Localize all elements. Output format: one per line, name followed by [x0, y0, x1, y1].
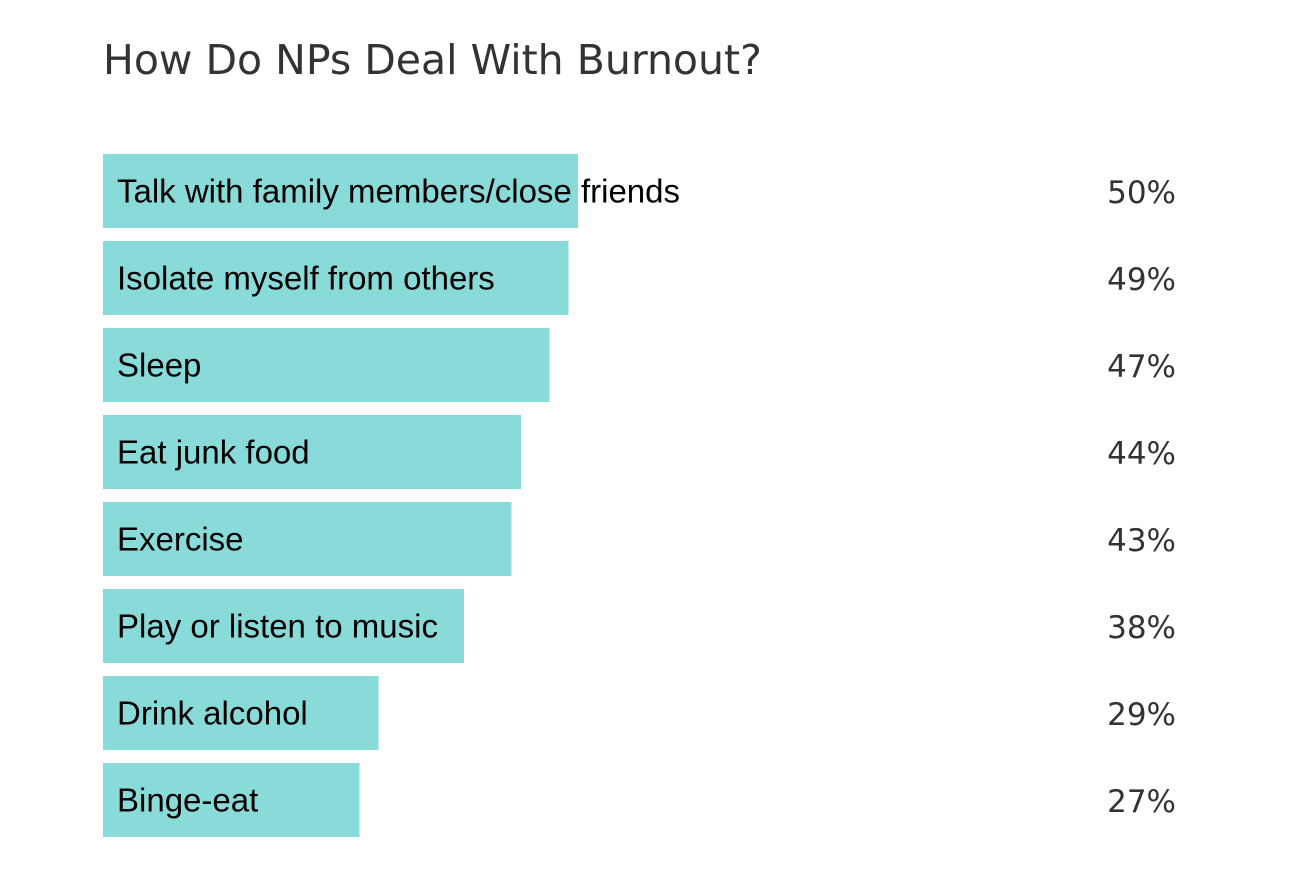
bar-2	[103, 328, 550, 402]
bar-label-4: Exercise	[117, 521, 244, 558]
bar-5	[103, 589, 464, 663]
bar-3	[103, 415, 521, 489]
bar-label-1: Isolate myself from others	[117, 260, 495, 297]
bar-label-7: Binge-eat	[117, 782, 258, 819]
bar-4	[103, 502, 512, 576]
bar-label-6: Drink alcohol	[117, 695, 308, 732]
bar-7	[103, 763, 360, 837]
chart-title: How Do NPs Deal With Burnout?	[103, 36, 762, 84]
value-label-6: 29%	[1107, 697, 1176, 733]
value-label-7: 27%	[1107, 784, 1176, 820]
value-label-5: 38%	[1107, 610, 1176, 646]
bar-0	[103, 154, 578, 228]
bar-label-0: Talk with family members/close friends	[117, 173, 680, 210]
bar-label-3: Eat junk food	[117, 434, 310, 471]
bar-6	[103, 676, 379, 750]
bar-label-2: Sleep	[117, 347, 201, 384]
value-label-1: 49%	[1107, 262, 1176, 298]
value-label-4: 43%	[1107, 523, 1176, 559]
bar-label-5: Play or listen to music	[117, 608, 438, 645]
value-label-0: 50%	[1107, 175, 1176, 211]
value-label-3: 44%	[1107, 436, 1176, 472]
value-label-2: 47%	[1107, 349, 1176, 385]
bar-1	[103, 241, 569, 315]
